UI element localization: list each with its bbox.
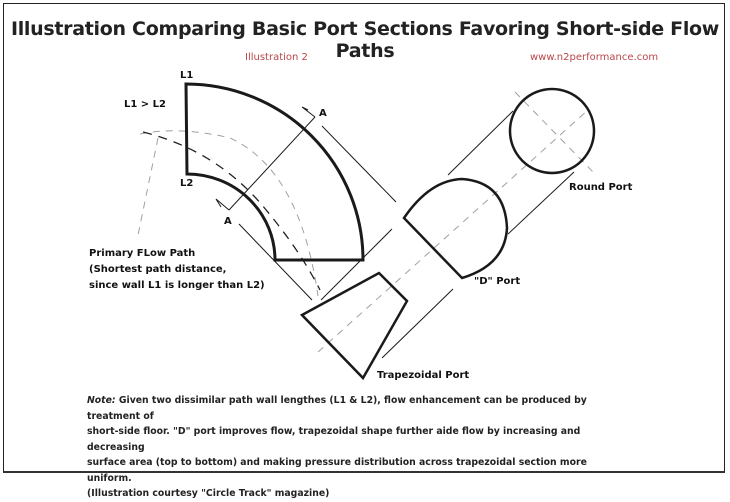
section-line-a-a — [215, 106, 316, 211]
l2-label: L2 — [180, 178, 194, 189]
l1-label: L1 — [180, 70, 194, 81]
website-label: www.n2performance.com — [530, 52, 659, 63]
round-port-label: Round Port — [569, 182, 633, 193]
note-line-2: short-side floor. "D" port improves flow… — [87, 426, 581, 453]
note-line-4: (Illustration courtesy "Circle Track" ma… — [87, 488, 330, 499]
l1-gt-l2-label: L1 > L2 — [124, 99, 167, 110]
note-text: Note: Given two dissimilar path wall len… — [87, 393, 627, 502]
d-port-label: "D" Port — [474, 276, 521, 287]
primary-flow-label: Primary FLow Path — [89, 248, 196, 259]
d-port-shape — [402, 177, 509, 280]
guide-lines — [136, 91, 596, 353]
trapezoidal-port-label: Trapezoidal Port — [377, 370, 470, 381]
bend-section — [184, 82, 365, 262]
trapezoidal-port-shape — [299, 271, 409, 381]
port-diagram — [136, 82, 596, 381]
diagram-frame — [3, 3, 725, 473]
primary-flow-line3: since wall L1 is longer than L2) — [89, 280, 265, 291]
illustration-number: Illustration 2 — [245, 52, 308, 63]
section-a-bottom-label: A — [224, 216, 232, 227]
note-line-3: surface area (top to bottom) and making … — [87, 457, 587, 484]
note-line-1: Note: Given two dissimilar path wall len… — [87, 395, 587, 422]
primary-flow-line2: (Shortest path distance, — [89, 264, 227, 275]
section-a-top-label: A — [319, 108, 327, 119]
note-prefix: Note: — [87, 395, 116, 406]
projection-lines — [238, 110, 575, 359]
round-port-shape — [508, 87, 596, 175]
page-title: Illustration Comparing Basic Port Sectio… — [10, 18, 720, 62]
primary-flow-path — [142, 131, 321, 291]
